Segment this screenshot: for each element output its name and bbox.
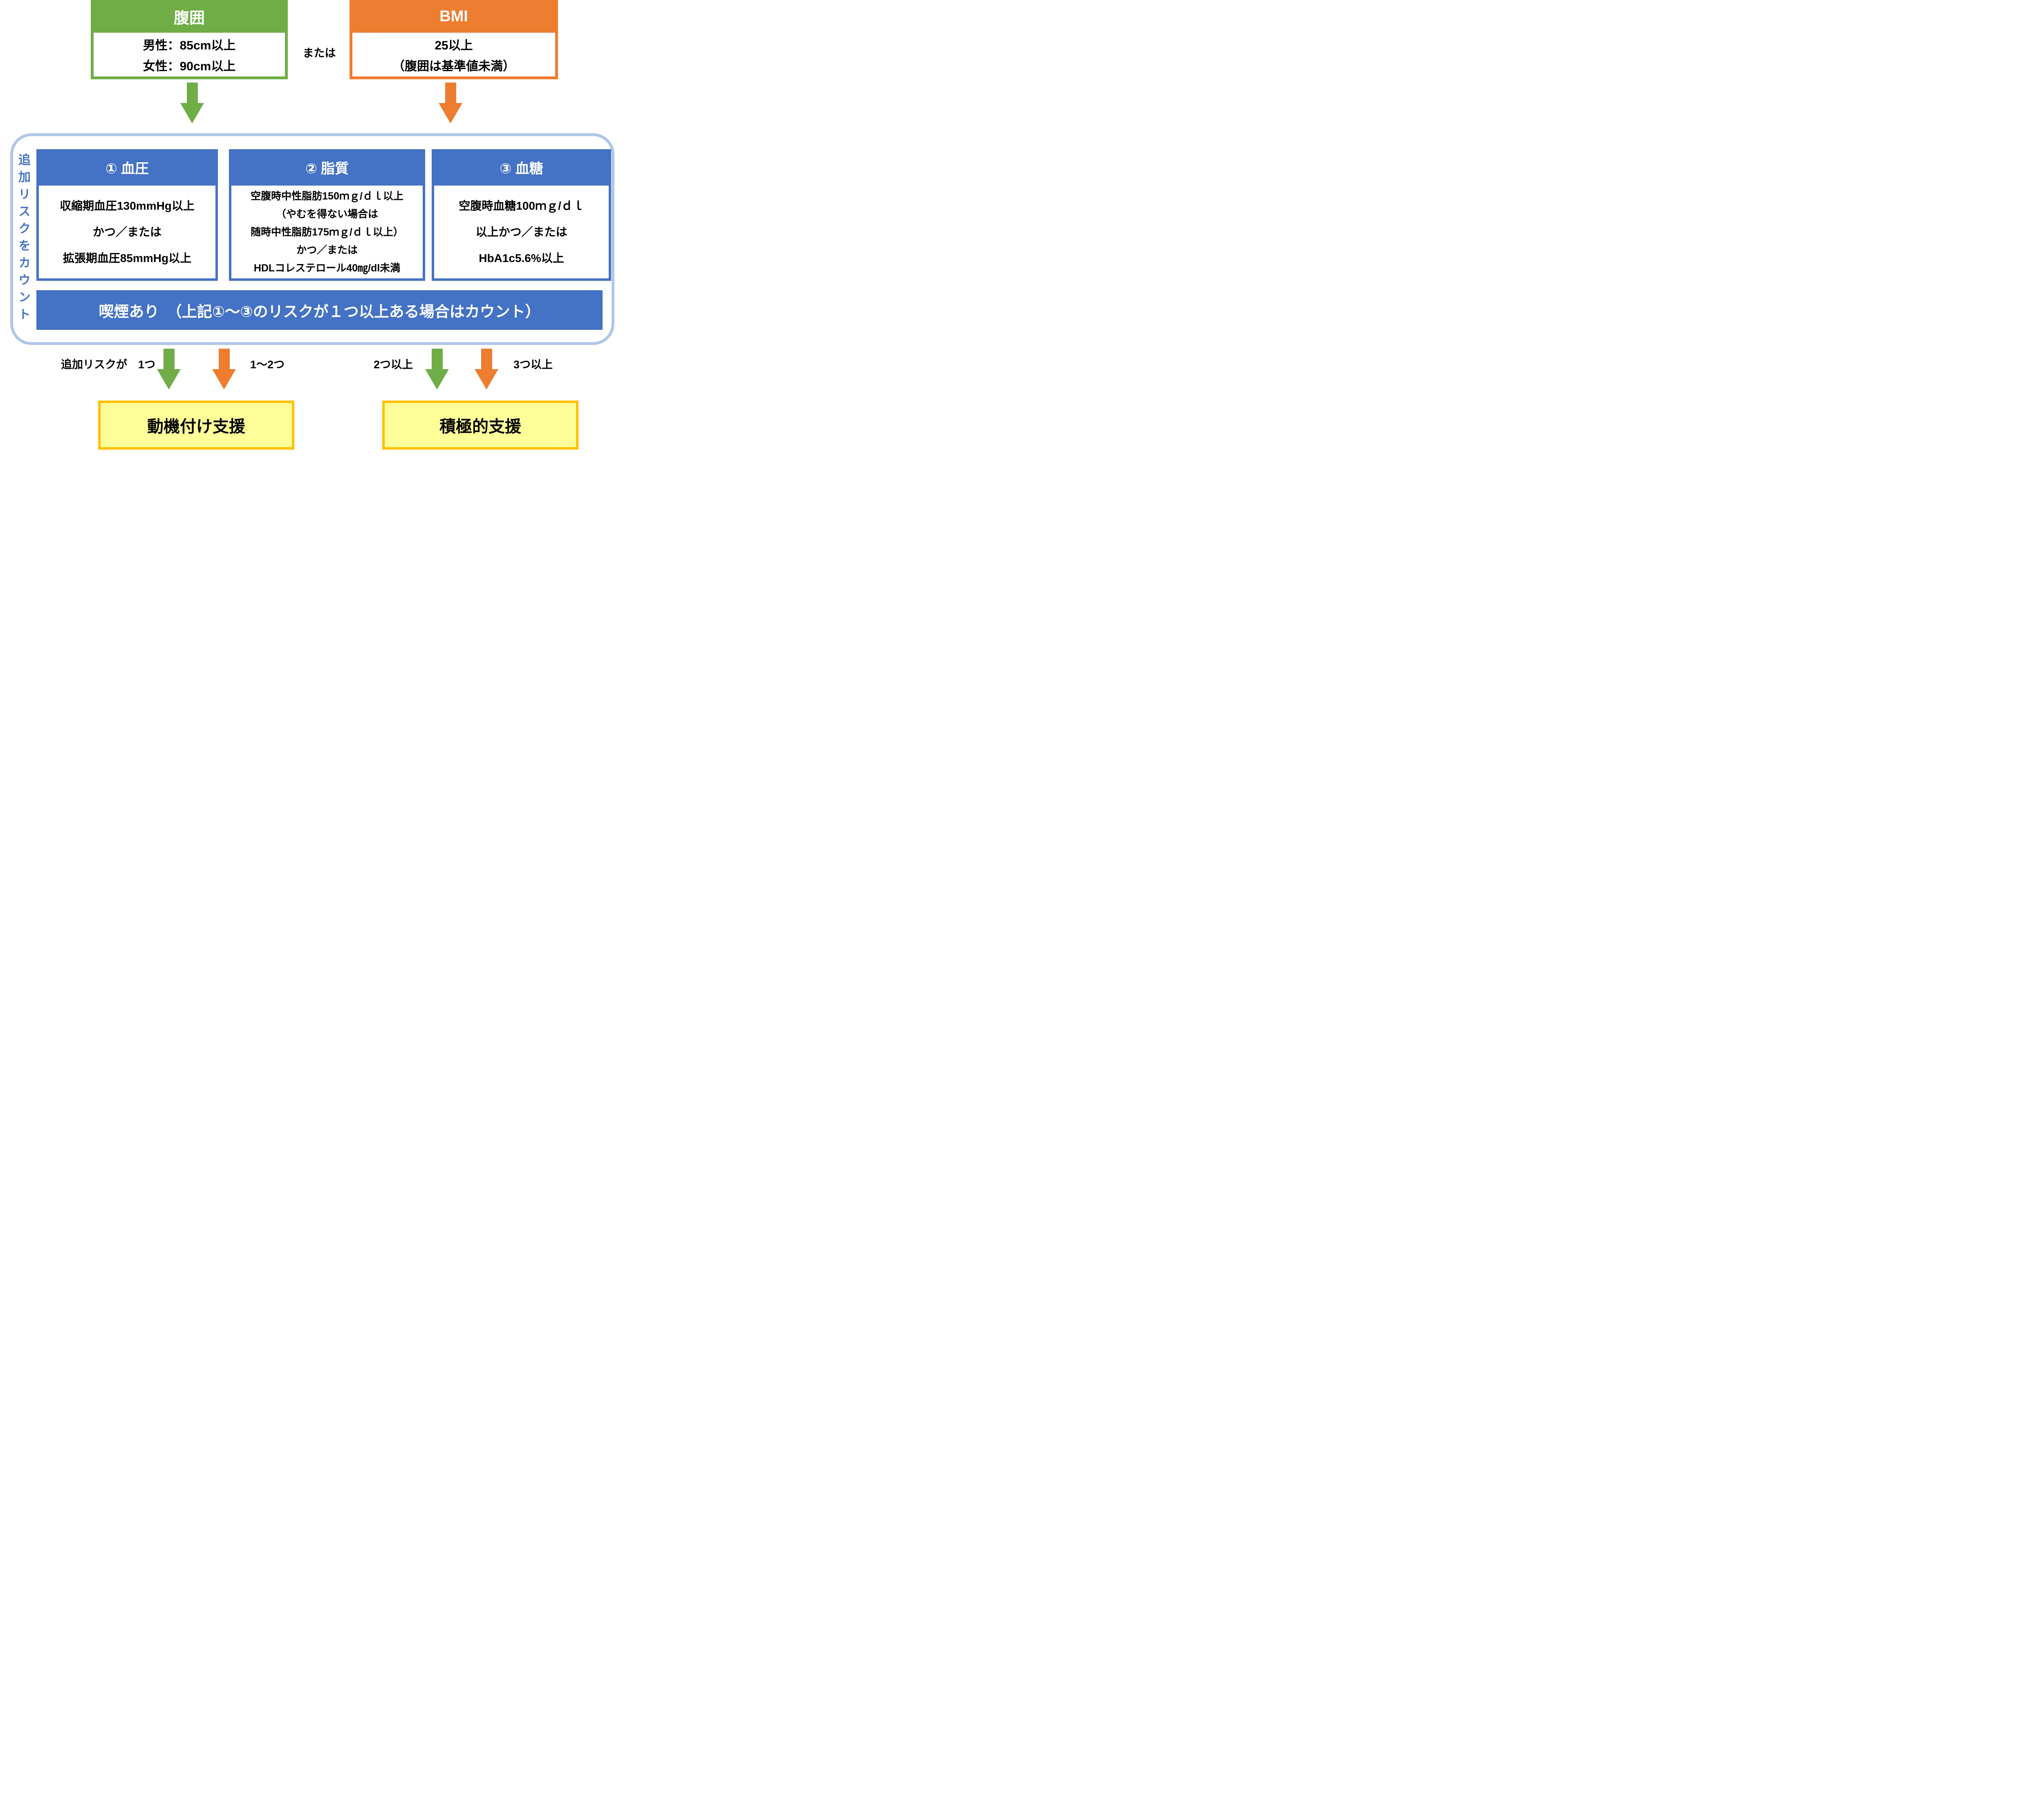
arrow-head [425, 369, 449, 390]
metabolic-screening-flowchart: 腹囲 男性：85cm以上 女性：90cm以上 または BMI 25以上 （腹囲は… [0, 0, 625, 451]
waist-box: 腹囲 男性：85cm以上 女性：90cm以上 [91, 0, 288, 79]
motivational-green-arrow-icon [157, 349, 181, 390]
glucose-fasting: 空腹時血糖100ｍｇ/ｄｌ [459, 199, 584, 212]
risk-box-lipids-body: 空腹時中性脂肪150ｍｇ/ｄｌ以上 （やむを得ない場合は 随時中性脂肪175ｍｇ… [231, 186, 423, 278]
risk-box-lipids-header: ② 脂質 [305, 161, 349, 177]
arrow-shaft [445, 83, 456, 103]
waist-men-criteria: 男性：85cm以上 [143, 39, 236, 53]
lipids-fasting-tg: 空腹時中性脂肪150ｍｇ/ｄｌ以上 [251, 190, 403, 202]
bmi-down-arrow-icon [439, 83, 462, 123]
support-box-motivational: 動機付け支援 [98, 401, 294, 450]
bmi-box: BMI 25以上 （腹囲は基準値未満） [350, 0, 558, 79]
bmi-criteria: 25以上 [435, 39, 473, 53]
arrow-shaft [431, 349, 443, 369]
risk-box-glucose-header: ③ 血糖 [500, 161, 543, 177]
arrow-head [212, 369, 236, 390]
waist-down-arrow-icon [180, 83, 204, 123]
waist-box-body: 男性：85cm以上 女性：90cm以上 [94, 33, 285, 76]
bmi-criteria-note: （腹囲は基準値未満） [392, 59, 515, 73]
arrow-shaft [163, 349, 175, 369]
arrow-shaft [186, 83, 198, 103]
motivational-orange-arrow-icon [212, 349, 236, 390]
active-green-count-label: 2つ以上 [373, 358, 413, 371]
waist-box-header: 腹囲 [173, 9, 205, 27]
motivational-risk-count-label: 追加リスクが 1つ [61, 358, 155, 371]
lipids-hdl: HDLコレステロール40㎎/dl未満 [253, 262, 401, 274]
motivational-orange-count-label: 1～2つ [250, 358, 285, 371]
arrow-head [439, 103, 462, 123]
arrow-head [180, 103, 204, 123]
glucose-hba1c: HbA1c5.6%以上 [479, 251, 564, 264]
bp-diastolic-criteria: 拡張期血圧85mmHg以上 [63, 251, 192, 264]
waist-women-criteria: 女性：90cm以上 [143, 59, 236, 73]
active-orange-arrow-icon [475, 349, 498, 390]
risk-box-glucose-body: 空腹時血糖100ｍｇ/ｄｌ 以上かつ／または HbA1c5.6%以上 [434, 186, 609, 278]
risk-box-lipids: ② 脂質 空腹時中性脂肪150ｍｇ/ｄｌ以上 （やむを得ない場合は 随時中性脂肪… [229, 149, 425, 281]
bmi-box-header: BMI [439, 7, 468, 25]
bp-systolic-criteria: 収縮期血圧130mmHg以上 [60, 199, 195, 212]
arrow-head [475, 369, 498, 390]
risk-box-blood-pressure-header: ① 血圧 [105, 161, 149, 177]
lipids-casual-tg: 随時中性脂肪175ｍｇ/ｄｌ以上） [251, 226, 403, 238]
or-label: または [303, 47, 336, 59]
active-orange-count-label: 3つ以上 [513, 358, 553, 371]
arrow-head [157, 369, 181, 390]
bp-andor: かつ／または [92, 225, 161, 238]
glucose-andor: 以上かつ／または [475, 225, 567, 238]
arrow-shaft [218, 349, 230, 369]
active-green-arrow-icon [425, 349, 449, 390]
risk-box-blood-pressure: ① 血圧 収縮期血圧130mmHg以上 かつ／または 拡張期血圧85mmHg以上 [36, 149, 218, 281]
risk-box-glucose: ③ 血糖 空腹時血糖100ｍｇ/ｄｌ 以上かつ／または HbA1c5.6%以上 [432, 149, 611, 281]
arrow-shaft [481, 349, 492, 369]
additional-risk-panel [10, 133, 614, 345]
lipids-andor: かつ／または [296, 244, 358, 256]
lipids-note-open: （やむを得ない場合は [276, 208, 378, 220]
side-label-additional-risk: 追加リスクをカウント [16, 153, 30, 325]
support-box-active: 積極的支援 [382, 401, 578, 450]
risk-box-blood-pressure-body: 収縮期血圧130mmHg以上 かつ／または 拡張期血圧85mmHg以上 [39, 186, 215, 278]
bmi-box-body: 25以上 （腹囲は基準値未満） [352, 33, 555, 76]
smoking-bar: 喫煙あり （上記①～③のリスクが１つ以上ある場合はカウント） [36, 290, 603, 330]
